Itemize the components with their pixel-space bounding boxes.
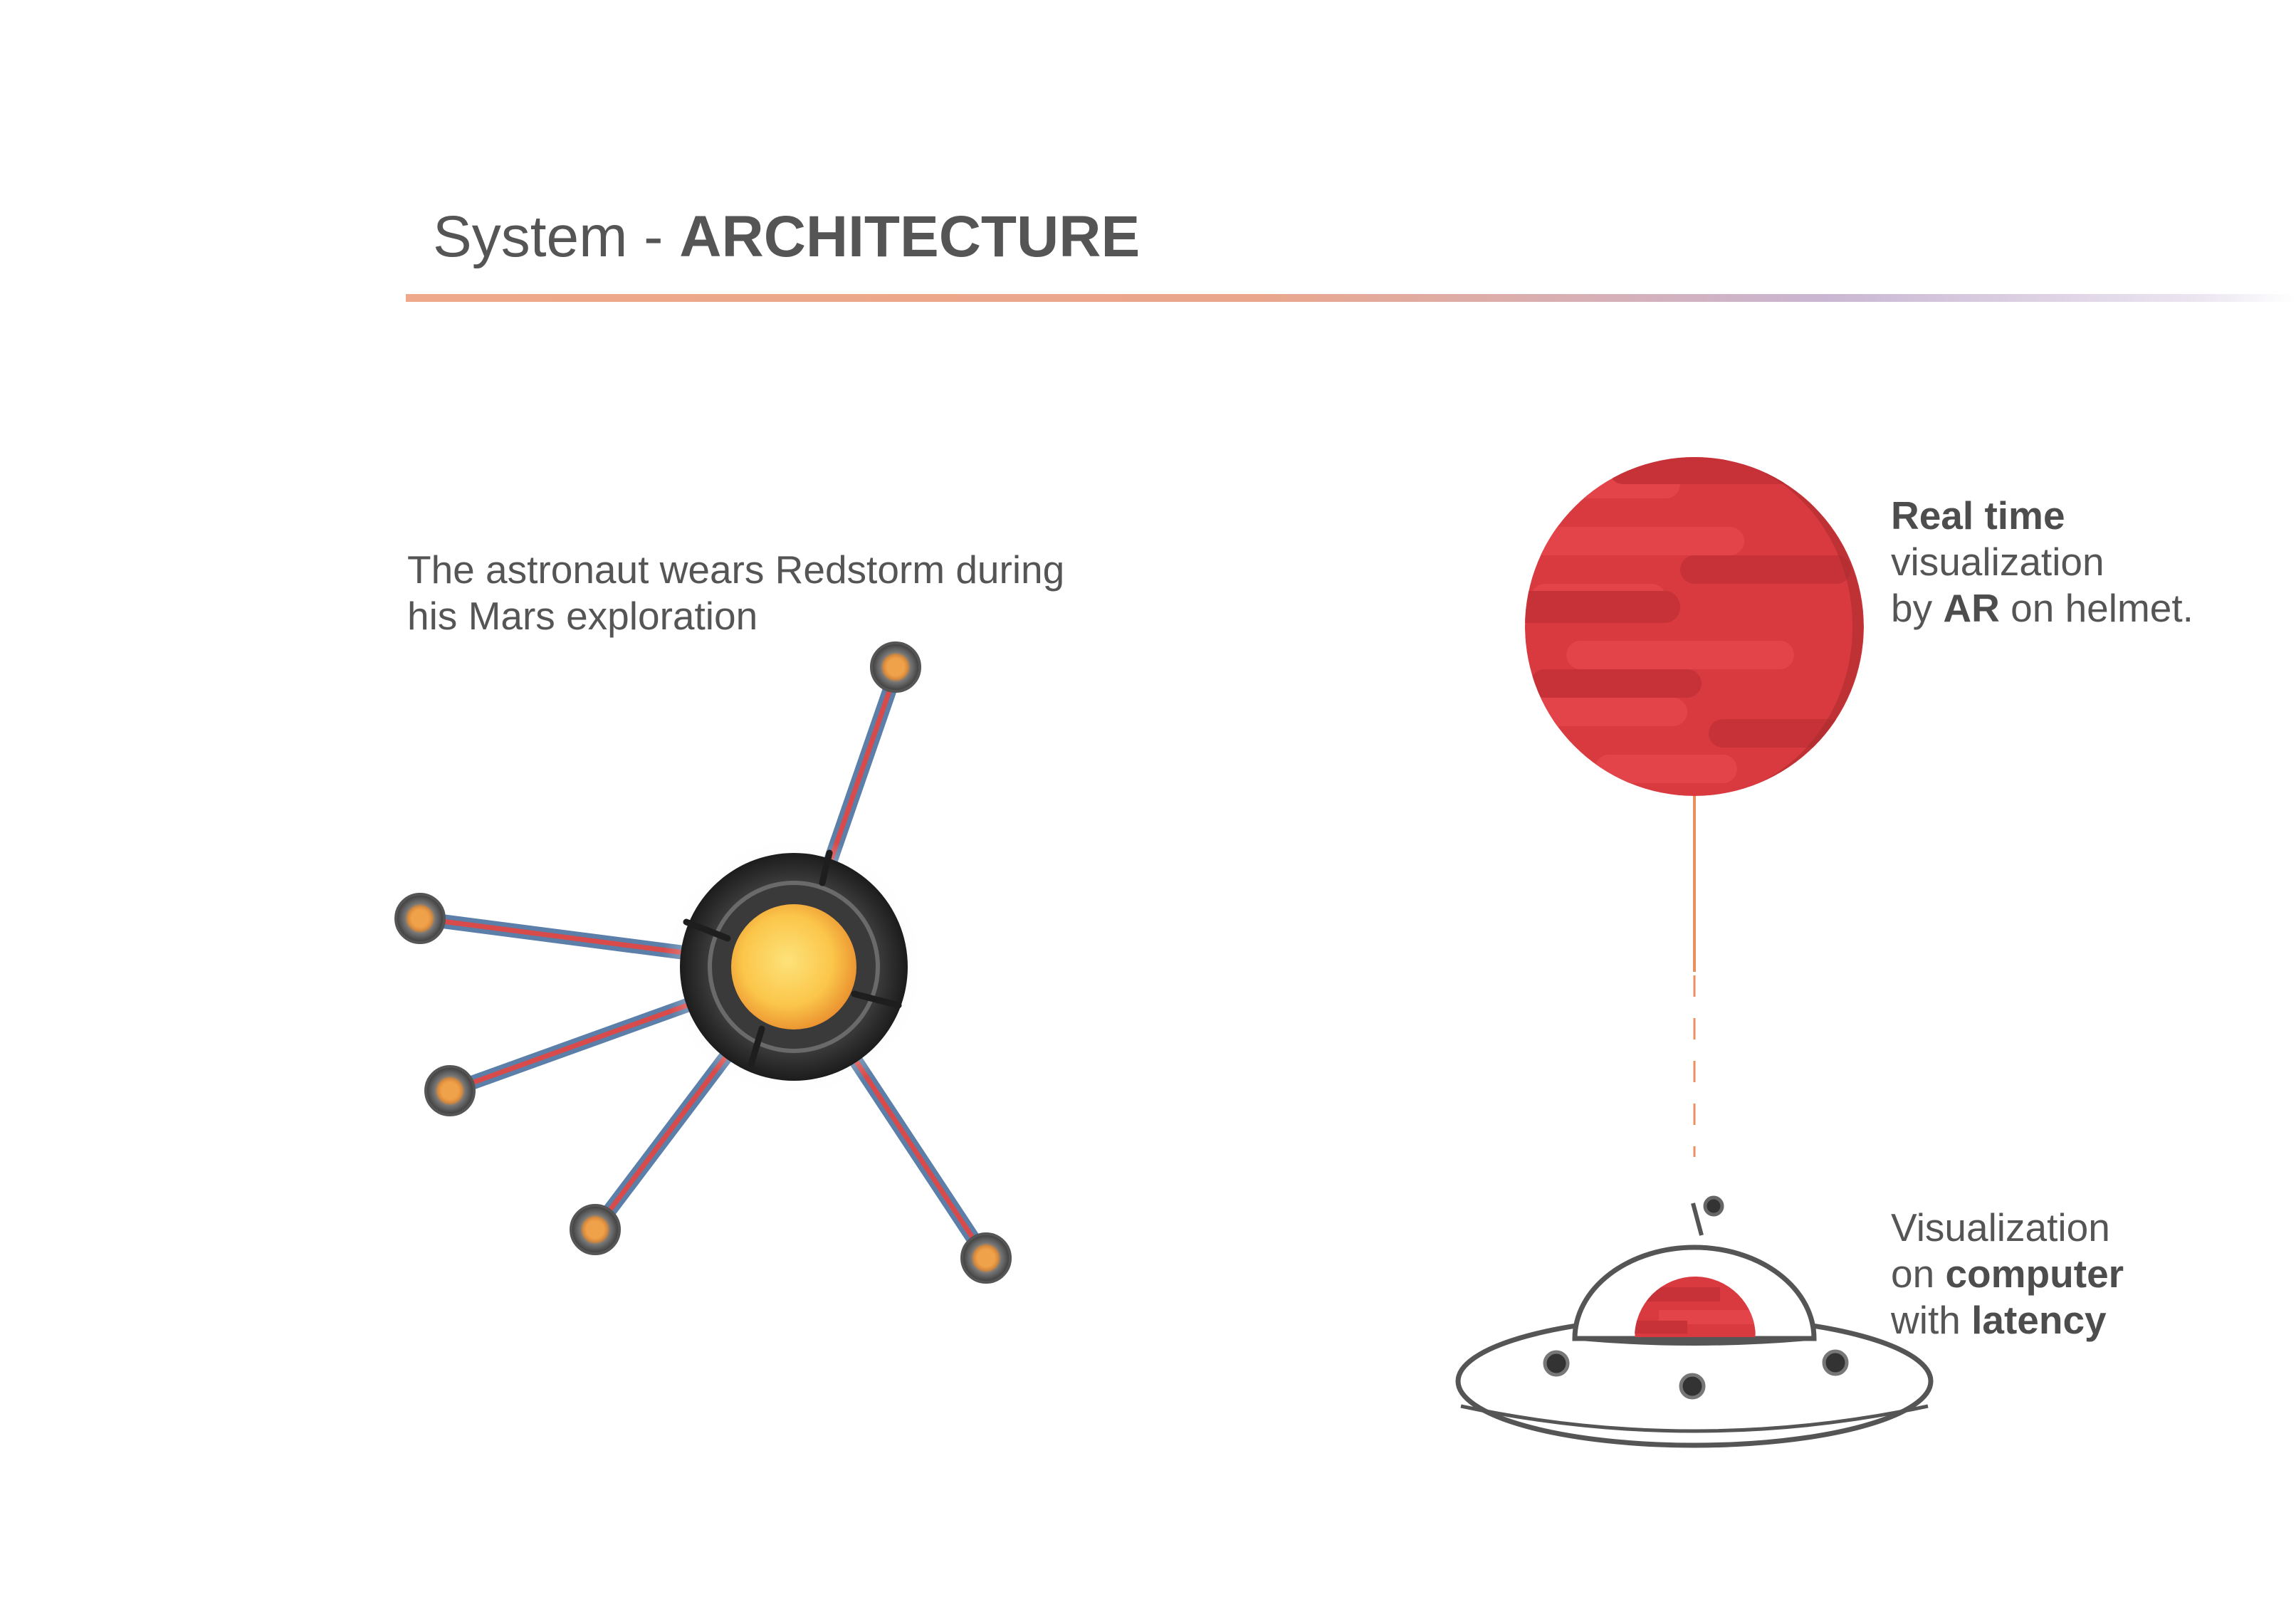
title-prefix: System - — [433, 204, 680, 269]
arm-node — [394, 893, 446, 944]
astronaut-caption-line2: his Mars exploration — [407, 594, 758, 638]
redstorm-device-icon — [394, 641, 1012, 1284]
arm-node — [570, 1204, 621, 1255]
title-divider — [406, 294, 2296, 302]
device-ticks — [683, 849, 902, 1068]
computer-caption: Visualization on computer with latency — [1891, 1205, 2124, 1343]
computer-caption-with: with — [1891, 1298, 1972, 1342]
arm-node — [870, 641, 921, 693]
ar-caption: Real time visualization by AR on helmet. — [1891, 493, 2193, 632]
computer-caption-prefix: on — [1891, 1252, 1946, 1296]
computer-caption-line1: Visualization — [1891, 1205, 2110, 1250]
astronaut-caption-line1: The astronaut wears Redstorm during — [407, 548, 1065, 592]
ar-caption-prefix: by — [1891, 586, 1944, 630]
ufo-computer-icon — [1455, 1195, 1934, 1448]
title-bold: ARCHITECTURE — [679, 204, 1141, 269]
device-arm-nodes — [394, 641, 1012, 1284]
arm-node — [424, 1065, 476, 1116]
mars-planet-icon — [1525, 457, 1864, 796]
ufo-antenna — [1703, 1195, 1724, 1217]
ar-caption-ar: AR — [1943, 586, 2000, 630]
connection-lines — [904, 796, 1696, 1157]
computer-caption-computer: computer — [1945, 1252, 2124, 1296]
computer-caption-latency: latency — [1971, 1298, 2107, 1342]
ar-caption-bold: Real time — [1891, 493, 2065, 538]
ufo-lights — [1543, 1349, 1849, 1400]
astronaut-caption: The astronaut wears Redstorm during his … — [407, 547, 1064, 639]
device-core — [731, 904, 856, 1030]
ar-caption-line2: visualization — [1891, 540, 2104, 584]
arm-node — [960, 1232, 1012, 1284]
ar-caption-suffix: on helmet. — [1999, 586, 2193, 630]
page-title: System - ARCHITECTURE — [433, 208, 1140, 266]
